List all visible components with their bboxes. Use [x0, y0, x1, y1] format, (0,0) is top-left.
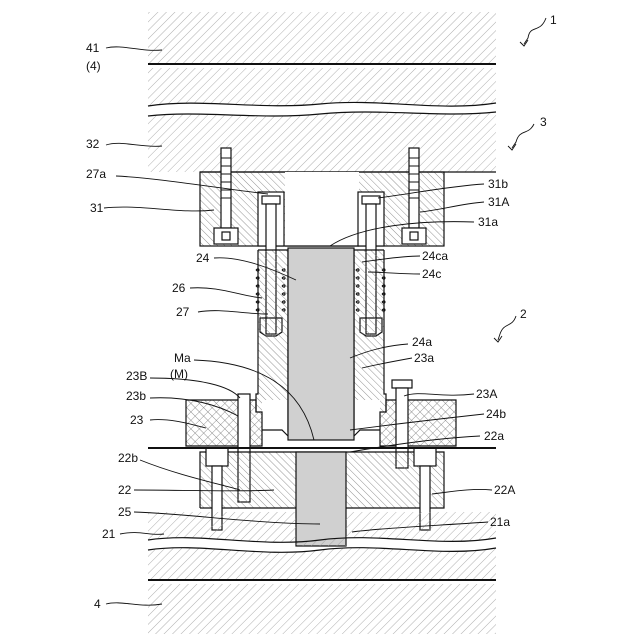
die-insert-25 — [296, 452, 346, 546]
label-31A: 31A — [488, 195, 509, 209]
label-41: 41 — [86, 41, 100, 55]
label-24ca: 24ca — [422, 249, 448, 263]
label-2: 2 — [520, 307, 527, 321]
label-31b: 31b — [488, 177, 508, 191]
label-24a: 24a — [412, 335, 432, 349]
label-24c: 24c — [422, 267, 441, 281]
label-27: 27 — [176, 305, 190, 319]
label-Ma: Ma — [174, 351, 191, 365]
label-23B: 23B — [126, 369, 147, 383]
label-4-paren: (4) — [86, 59, 101, 73]
label-21a: 21a — [490, 515, 510, 529]
label-22a: 22a — [484, 429, 504, 443]
label-22A: 22A — [494, 483, 515, 497]
label-23a: 23a — [414, 351, 434, 365]
label-4: 4 — [94, 597, 101, 611]
label-22b: 22b — [118, 451, 138, 465]
lower-platen-4 — [148, 584, 496, 634]
label-31a: 31a — [478, 215, 498, 229]
label-26: 26 — [172, 281, 186, 295]
upper-holder-32 — [148, 68, 496, 172]
label-23b: 23b — [126, 389, 146, 403]
label-32: 32 — [86, 137, 100, 151]
label-24b: 24b — [486, 407, 506, 421]
label-23A: 23A — [476, 387, 497, 401]
label-1: 1 — [550, 13, 557, 27]
label-21: 21 — [102, 527, 116, 541]
label-25: 25 — [118, 505, 132, 519]
upper-platen-41 — [148, 12, 496, 64]
label-27a: 27a — [86, 167, 106, 181]
label-24: 24 — [196, 251, 210, 265]
punch-24a — [288, 248, 354, 440]
label-23: 23 — [130, 413, 144, 427]
label-22: 22 — [118, 483, 132, 497]
label-31: 31 — [90, 201, 104, 215]
label-3: 3 — [540, 115, 547, 129]
label-M-paren: (M) — [170, 367, 188, 381]
